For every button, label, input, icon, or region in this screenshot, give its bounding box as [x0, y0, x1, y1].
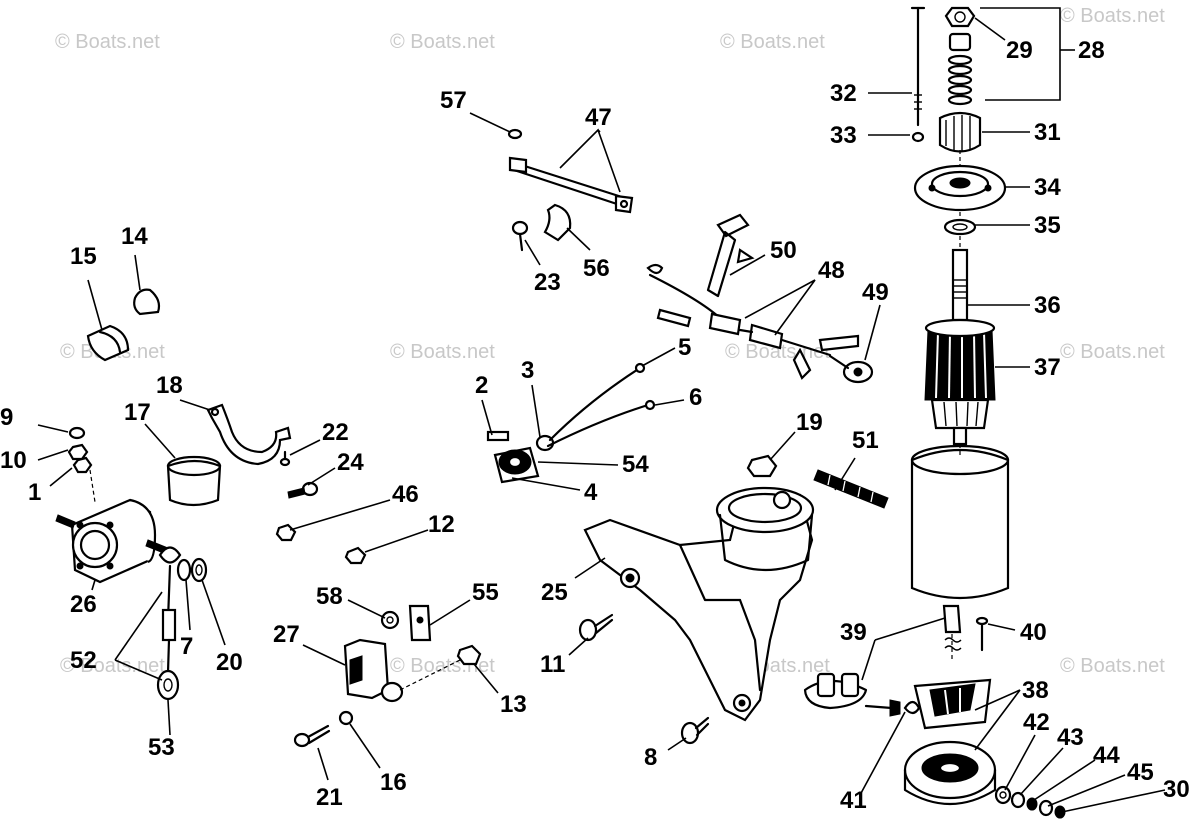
callout-33: 33: [830, 122, 857, 149]
callout-1: 1: [28, 479, 41, 506]
battery-cable: [156, 546, 208, 701]
watermark: © Boats.net: [390, 341, 495, 363]
callout-28: 28: [1078, 37, 1105, 64]
callout-25: 25: [541, 579, 568, 606]
leader-lines: [37, 7, 1166, 813]
callout-54: 54: [622, 451, 649, 478]
callout-39: 39: [840, 619, 867, 646]
callout-49: 49: [862, 279, 889, 306]
callout-14: 14: [121, 223, 148, 250]
callout-51: 51: [852, 427, 879, 454]
callout-40: 40: [1020, 619, 1047, 646]
callout-24: 24: [337, 449, 364, 476]
watermark: © Boats.net: [1060, 5, 1165, 27]
callout-5: 5: [678, 334, 691, 361]
callout-2: 2: [475, 372, 488, 399]
callout-47: 47: [585, 104, 612, 131]
callout-44: 44: [1093, 742, 1120, 769]
callout-45: 45: [1127, 759, 1154, 786]
callout-23: 23: [534, 269, 561, 296]
callout-7: 7: [180, 633, 193, 660]
mounting-plate: [507, 128, 634, 252]
callout-36: 36: [1034, 292, 1061, 319]
callout-34: 34: [1034, 174, 1061, 201]
callout-4: 4: [584, 479, 598, 506]
callout-16: 16: [380, 769, 407, 796]
callout-3: 3: [521, 357, 534, 384]
callout-30: 30: [1163, 776, 1190, 803]
callout-11: 11: [540, 651, 565, 678]
watermark: © Boats.net: [55, 31, 160, 53]
callout-52: 52: [70, 647, 97, 674]
switch-harness: [486, 362, 656, 484]
callout-12: 12: [428, 511, 455, 538]
callout-19: 19: [796, 409, 823, 436]
insulator-ring-and-strap: [166, 403, 367, 565]
callout-9: 9: [0, 404, 13, 431]
callout-37: 37: [1034, 354, 1061, 381]
watermarks: © Boats.net © Boats.net © Boats.net © Bo…: [55, 5, 1165, 677]
callout-50: 50: [770, 237, 797, 264]
cable-clamp: [86, 288, 161, 362]
callout-43: 43: [1057, 724, 1084, 751]
callout-17: 17: [124, 399, 151, 426]
watermark: © Boats.net: [1060, 655, 1165, 677]
callout-46: 46: [392, 481, 419, 508]
solenoid: [55, 426, 169, 584]
callout-26: 26: [70, 591, 97, 618]
callout-18: 18: [156, 372, 183, 399]
callout-35: 35: [1034, 212, 1061, 239]
starter-bracket: [578, 454, 889, 745]
callout-6: 6: [689, 384, 702, 411]
callout-56: 56: [583, 255, 610, 282]
callout-32: 32: [830, 80, 857, 107]
callout-48: 48: [818, 257, 845, 284]
watermark: © Boats.net: [60, 655, 165, 677]
callout-8: 8: [644, 744, 657, 771]
callout-42: 42: [1023, 709, 1050, 736]
callout-41: 41: [840, 787, 867, 814]
callout-13: 13: [500, 691, 527, 718]
callout-21: 21: [316, 784, 343, 811]
watermark: © Boats.net: [390, 31, 495, 53]
callout-29: 29: [1006, 37, 1033, 64]
callout-57: 57: [440, 87, 467, 114]
callout-10: 10: [0, 447, 27, 474]
callout-58: 58: [316, 583, 343, 610]
starter-motor-assembly: [803, 6, 1066, 819]
callout-labels: 29 28 32 33 31 34 35 36 37 51 19 25 11 8…: [0, 37, 1190, 814]
callout-31: 31: [1034, 119, 1061, 146]
wire-harness: [646, 213, 874, 384]
callout-27: 27: [273, 621, 300, 648]
callout-22: 22: [322, 419, 349, 446]
callout-15: 15: [70, 243, 97, 270]
callout-53: 53: [148, 734, 175, 761]
watermark: © Boats.net: [720, 31, 825, 53]
watermark: © Boats.net: [1060, 341, 1165, 363]
relay: [293, 604, 482, 748]
callout-20: 20: [216, 649, 243, 676]
callout-55: 55: [472, 579, 499, 606]
callout-38: 38: [1022, 677, 1049, 704]
